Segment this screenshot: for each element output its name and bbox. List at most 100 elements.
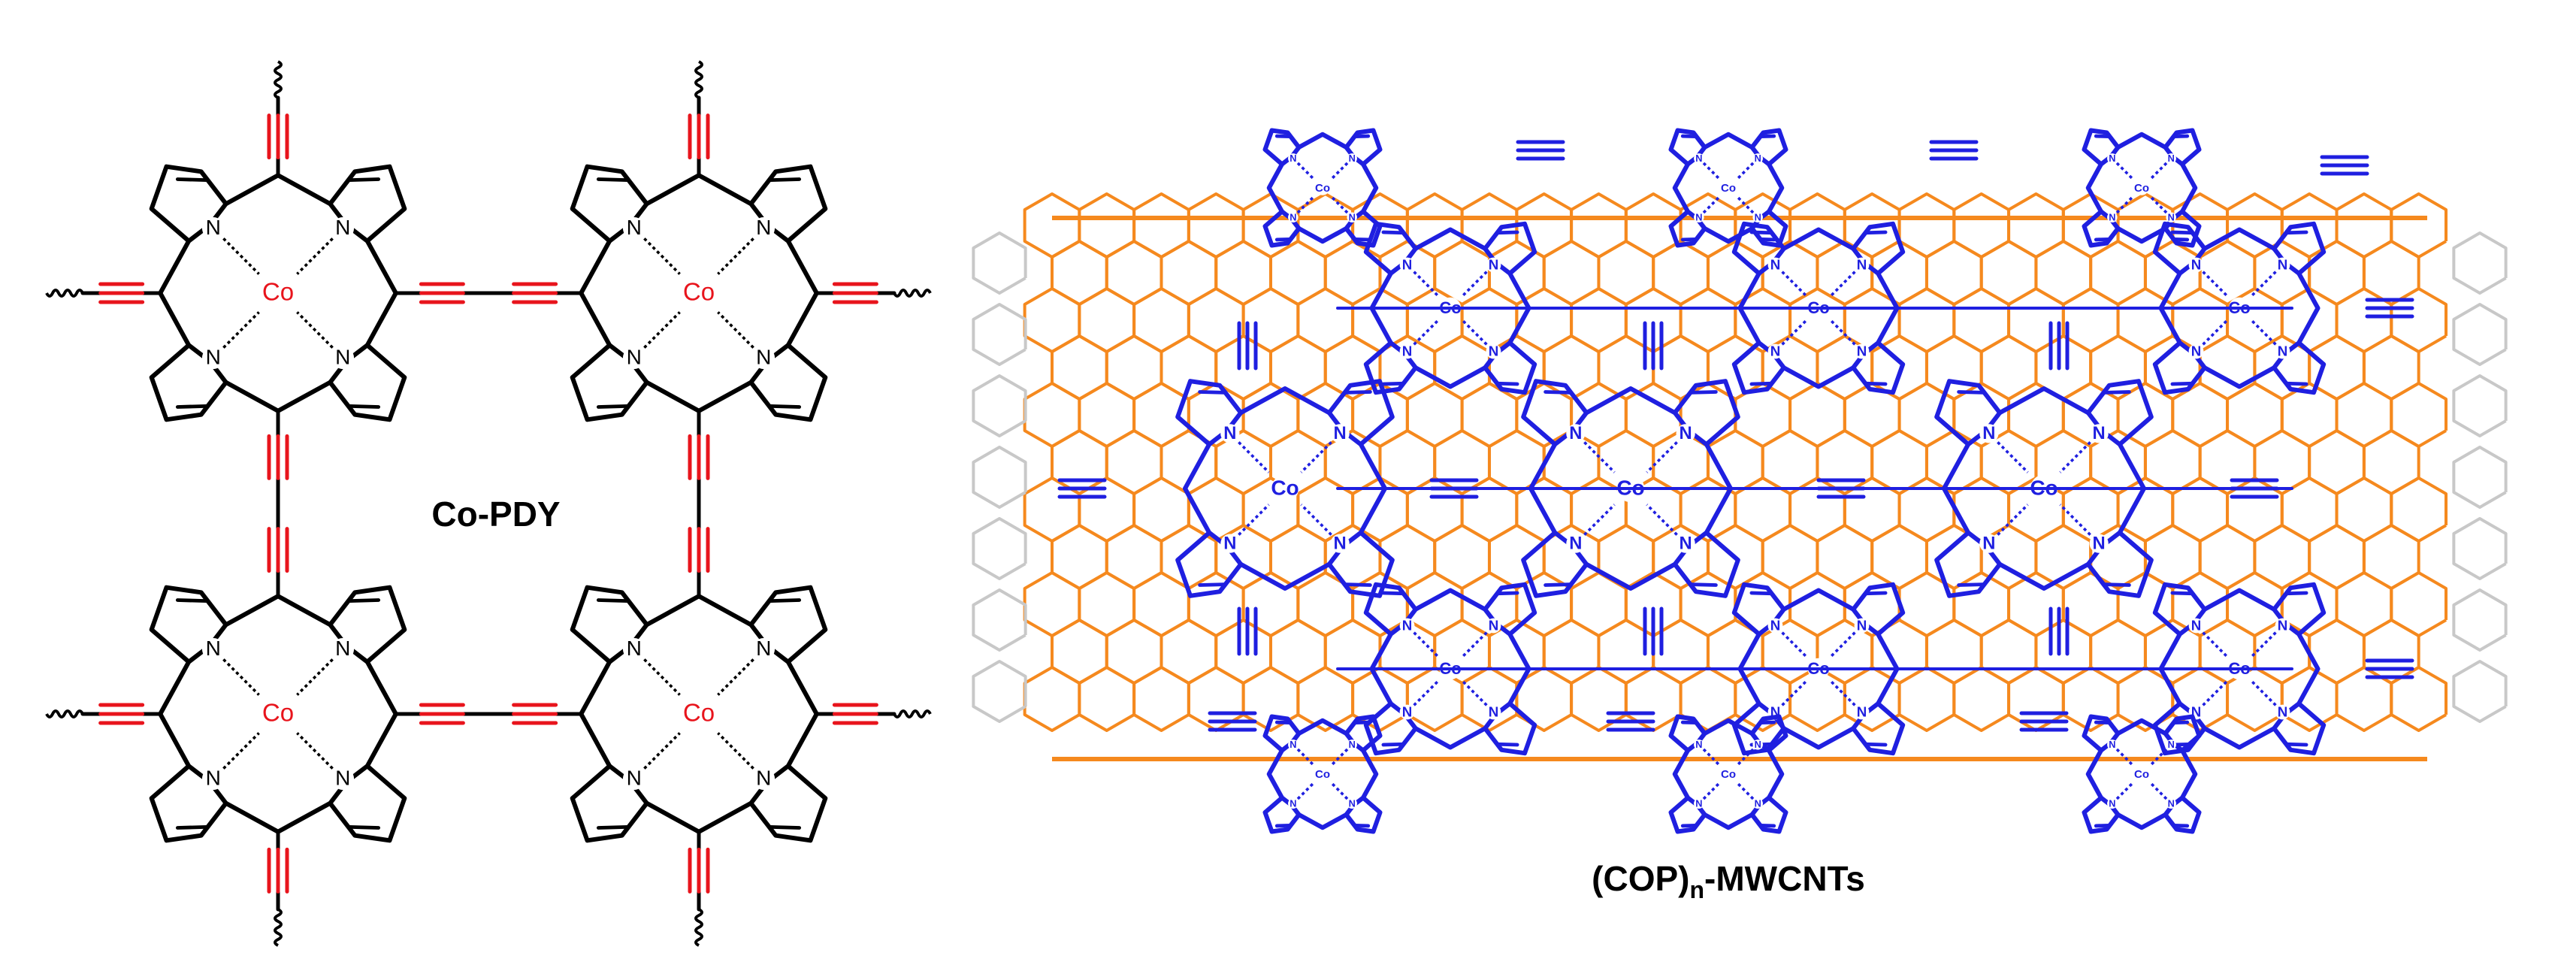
double-bond [596,598,630,603]
chain-continuation [893,289,932,298]
nitrogen-atom-label: N [1223,533,1236,553]
meso-bridge [2117,226,2166,244]
end-hexagon [2452,588,2508,652]
end-hexagon [972,446,1027,509]
double-bond [2285,742,2308,747]
atom-mask [1854,257,1870,273]
coordination-bond [1702,195,1721,214]
atom-mask [1979,424,1999,443]
atom-mask [1315,767,1330,782]
meso-bridge [1782,726,1855,750]
nitrogen-atom-label: N [1569,423,1582,443]
atom-mask [1288,212,1299,222]
nitrogen-atom-label: N [2109,153,2115,164]
meso-bridge [1266,163,1284,213]
cobalt-atom-label: Co [683,278,715,306]
meso-bridge [1361,163,1379,213]
coordination-bond [222,237,260,275]
nitrogen-atom-label: N [206,216,221,239]
atom-mask [1399,343,1415,359]
meso-bridge [1414,365,1486,389]
nitrogen-atom-label: N [2278,617,2288,633]
atom-mask [2089,534,2109,553]
coordination-bond [2202,631,2228,658]
meso-bridge [365,661,398,767]
nitrogen-atom-label: N [1770,343,1781,358]
coordination-bond [2149,195,2168,214]
nitrogen-atom-label: N [1695,153,1702,164]
nitrogen-atom-label: N [206,346,221,369]
coordination-bond [1296,195,1315,214]
atom-mask [2275,618,2290,634]
coordination-bond [2149,162,2168,180]
double-bond [347,404,381,409]
meso-bridge [1704,812,1753,830]
atom-mask [1220,534,1240,553]
meso-bridge [2203,227,2275,251]
atom-mask [752,346,776,370]
double-bond [347,598,381,603]
nitrogen-atom-label: N [206,637,221,660]
coordination-bond [1830,680,1856,706]
atom-mask [2188,257,2204,273]
nitrogen-atom-label: N [1290,153,1296,164]
coordination-bond [1330,195,1349,214]
meso-bridge [1298,812,1347,830]
coordination-bond [1330,748,1349,767]
coordination-bond [296,237,334,275]
atom-mask [1752,153,1763,164]
nitrogen-atom-label: N [1349,798,1356,809]
atom-mask [331,216,355,240]
chain-continuation [274,60,283,99]
atom-mask [1721,767,1736,782]
coordination-bond [296,658,334,696]
cobalt-atom-label: Co [2134,768,2149,781]
nitrogen-atom-label: N [1349,153,1356,164]
atom-mask [2275,343,2290,359]
nitrogen-atom-label: N [335,637,350,660]
nitrogen-atom-label: N [1680,533,1692,553]
coordination-bond [2202,680,2228,706]
atom-mask [2107,212,2118,222]
nanotube-end [2452,231,2508,723]
meso-bridge [2117,812,2166,830]
nitrogen-atom-label: N [2093,533,2106,553]
meso-bridge [225,380,331,413]
nitrogen-atom-label: N [2109,798,2115,809]
double-bond [2285,230,2308,235]
nitrogen-atom-label: N [2168,739,2175,750]
double-bond [2285,381,2308,386]
coordination-bond [1736,748,1755,767]
coordination-bond [1830,271,1856,297]
atom-mask [1486,257,1501,273]
nitrogen-atom-label: N [1402,617,1413,633]
cobalt-atom-label: Co [2134,182,2149,195]
atom-mask [1288,798,1299,809]
meso-bridge [225,594,331,627]
meso-bridge [1414,726,1486,750]
end-hexagon [2452,303,2508,366]
meso-bridge [646,801,752,834]
coordination-bond [643,237,681,275]
coordination-bond [1462,319,1488,346]
cobalt-atom-label: Co [1721,768,1736,781]
meso-bridge [1361,749,1379,799]
coordination-bond [1296,748,1315,767]
nitrogen-atom-label: N [1290,739,1296,750]
coordination-bond [1462,680,1488,706]
meso-bridge [1704,132,1753,150]
atom-mask [1330,534,1350,553]
end-hexagon [972,374,1027,437]
cop-mwcnt-label: (COP)n-MWCNTs [1592,859,1865,903]
atom-mask [1767,257,1783,273]
nitrogen-atom-label: N [2191,343,2202,358]
double-bond [1496,230,1519,235]
